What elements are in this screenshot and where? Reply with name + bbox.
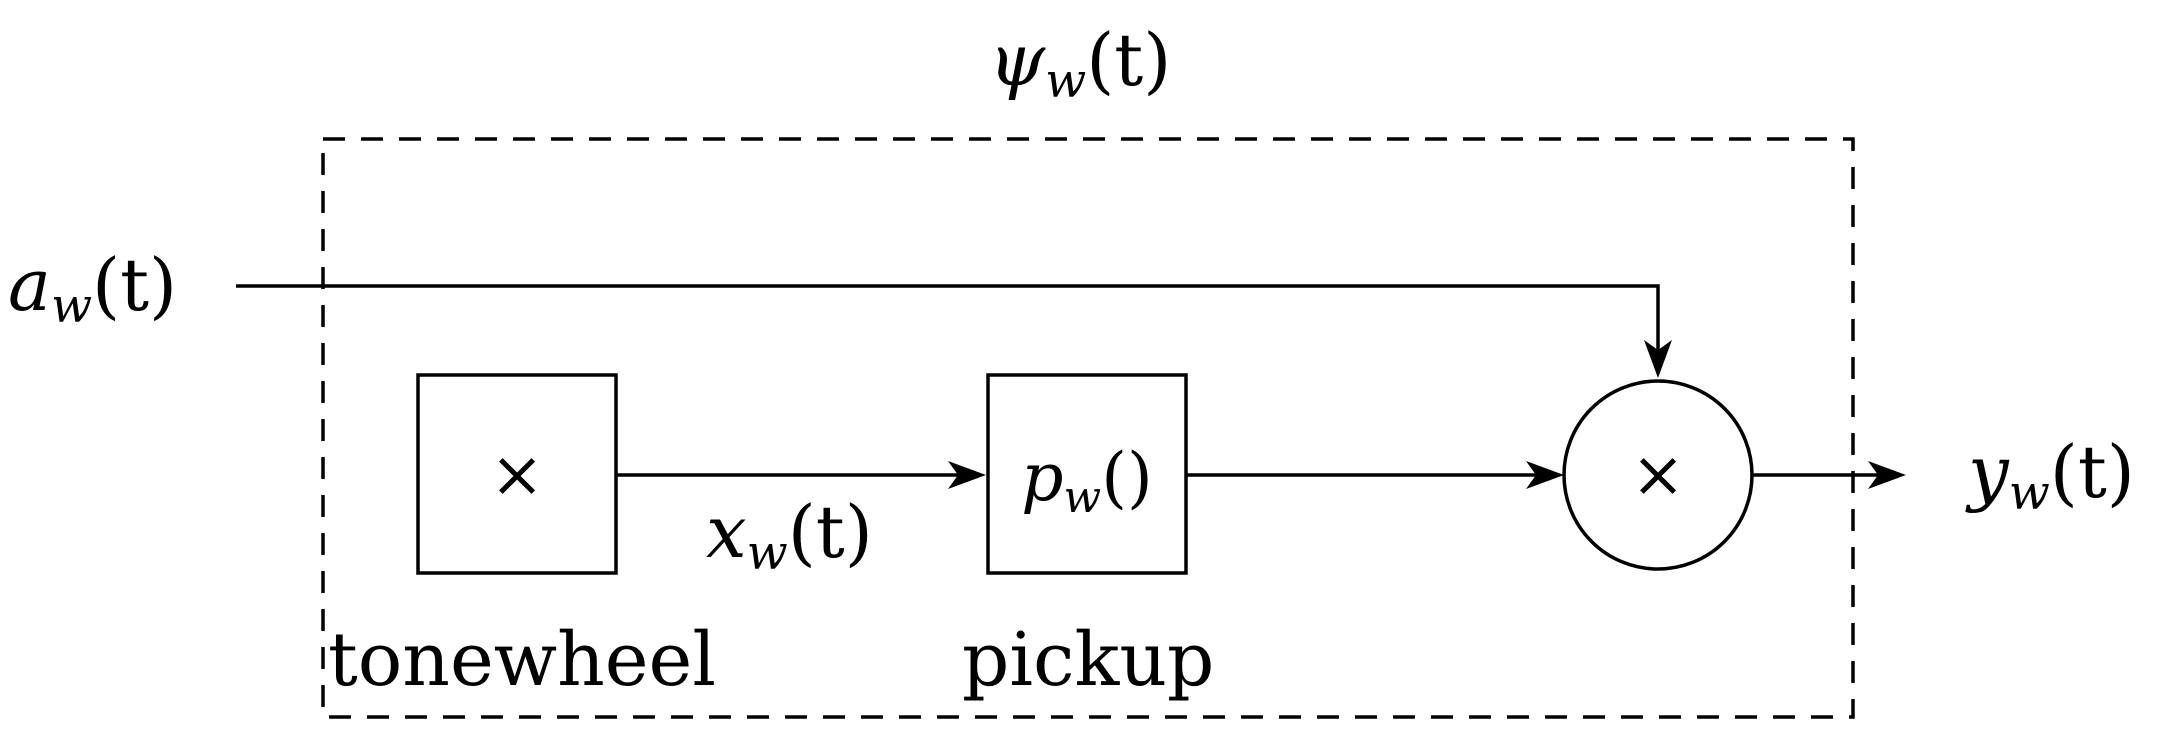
multiplier-symbol: × [1631,438,1685,512]
pickup-to-multiplier-arrowhead [1526,461,1564,489]
input-wire [236,284,1660,352]
input-arrowhead [1644,340,1672,378]
signal-x-label: xw(t) [706,490,873,581]
tonewheel-to-pickup-arrowhead [948,461,986,489]
tonewheel-symbol: × [490,438,544,512]
system-boundary [321,137,1855,719]
output-arrowhead [1868,461,1906,489]
pickup-label: pickup [962,617,1214,703]
system-label: ψw(t) [989,18,1172,109]
input-label: aw(t) [8,243,177,334]
output-label: yw(t) [1965,430,2135,521]
tonewheel-label: tonewheel [328,617,716,703]
pickup-function-label: pw() [1021,439,1152,523]
